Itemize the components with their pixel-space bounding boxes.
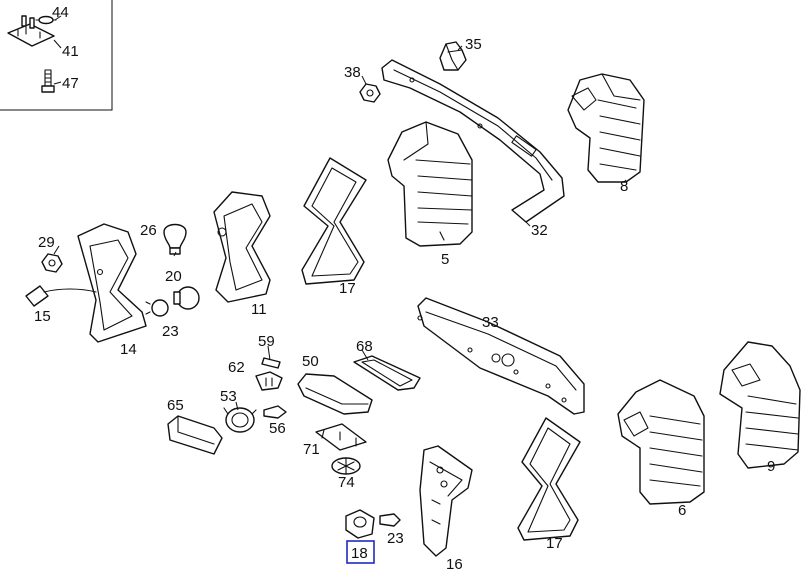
part-9-lamp-housing[interactable] xyxy=(719,341,801,469)
callout-9[interactable]: 9 xyxy=(767,458,775,475)
callout-74[interactable]: 74 xyxy=(338,474,355,491)
part-33-bumper-bar[interactable] xyxy=(417,297,585,415)
callout-15[interactable]: 15 xyxy=(34,308,51,325)
part-6-tail-lamp[interactable] xyxy=(617,379,705,505)
part-53-socket[interactable] xyxy=(223,407,257,433)
leader-lines xyxy=(53,45,627,411)
callout-47[interactable]: 47 xyxy=(62,75,79,92)
part-14-housing[interactable] xyxy=(77,223,147,343)
part-17-gasket-upper[interactable] xyxy=(301,157,367,285)
part-59-bulb[interactable] xyxy=(261,357,281,369)
callout-17-upper[interactable]: 17 xyxy=(339,280,356,297)
callout-29[interactable]: 29 xyxy=(38,234,55,251)
part-38-nut[interactable] xyxy=(359,83,381,103)
part-16-mounting-bracket[interactable] xyxy=(419,445,473,557)
part-11-lamp-carrier[interactable] xyxy=(213,191,271,303)
callout-50[interactable]: 50 xyxy=(302,353,319,370)
part-8-lamp-housing[interactable] xyxy=(567,73,645,183)
part-68-seal[interactable] xyxy=(353,355,421,391)
part-5-tail-lamp-lens[interactable] xyxy=(387,121,473,247)
part-50-license-lamp[interactable] xyxy=(297,373,373,415)
callout-16[interactable]: 16 xyxy=(446,556,463,573)
callout-23-upper[interactable]: 23 xyxy=(162,323,179,340)
callout-18[interactable]: 18 xyxy=(351,545,368,562)
part-56-bulb[interactable] xyxy=(263,405,287,419)
callout-6[interactable]: 6 xyxy=(678,502,686,519)
part-62-connector[interactable] xyxy=(255,371,283,391)
selected-callout-box xyxy=(346,540,375,564)
part-23-bulb-lower[interactable] xyxy=(379,513,401,527)
part-47-screw[interactable] xyxy=(41,69,55,93)
callout-23-lower[interactable]: 23 xyxy=(387,530,404,547)
callout-5[interactable]: 5 xyxy=(441,251,449,268)
callout-35[interactable]: 35 xyxy=(465,36,482,53)
callout-labels: 44 41 47 35 38 32 8 5 17 26 29 20 11 15 … xyxy=(34,4,775,573)
callout-56[interactable]: 56 xyxy=(269,420,286,437)
callout-17-lower[interactable]: 17 xyxy=(546,535,563,552)
part-32-trim-strip[interactable] xyxy=(381,59,565,223)
callout-65[interactable]: 65 xyxy=(167,397,184,414)
callout-38[interactable]: 38 xyxy=(344,64,361,81)
part-65-reflector[interactable] xyxy=(167,415,223,455)
callout-41[interactable]: 41 xyxy=(62,43,79,60)
callout-71[interactable]: 71 xyxy=(303,441,320,458)
part-29-nut[interactable] xyxy=(41,253,63,273)
part-20-bulb[interactable] xyxy=(173,286,200,310)
callout-44[interactable]: 44 xyxy=(52,4,69,21)
part-41-lamp-holder[interactable] xyxy=(7,15,55,47)
callout-20[interactable]: 20 xyxy=(165,268,182,285)
part-18-bulb-socket[interactable] xyxy=(345,509,375,539)
callout-59[interactable]: 59 xyxy=(258,333,275,350)
part-15-wire-harness[interactable] xyxy=(25,285,97,307)
callout-33[interactable]: 33 xyxy=(482,314,499,331)
callout-62[interactable]: 62 xyxy=(228,359,245,376)
callout-53[interactable]: 53 xyxy=(220,388,237,405)
callout-11[interactable]: 11 xyxy=(251,301,267,318)
part-26-bulb[interactable] xyxy=(163,223,187,255)
part-74-grommet[interactable] xyxy=(331,457,361,475)
inset-box xyxy=(0,0,113,111)
callout-32[interactable]: 32 xyxy=(531,222,548,239)
callout-26[interactable]: 26 xyxy=(140,222,157,239)
part-71-bracket[interactable] xyxy=(315,423,367,451)
part-23-bulb-upper[interactable] xyxy=(145,299,169,317)
callout-14[interactable]: 14 xyxy=(120,341,137,358)
part-17-gasket-lower[interactable] xyxy=(517,417,581,541)
callout-68[interactable]: 68 xyxy=(356,338,373,355)
callout-8[interactable]: 8 xyxy=(620,178,628,195)
